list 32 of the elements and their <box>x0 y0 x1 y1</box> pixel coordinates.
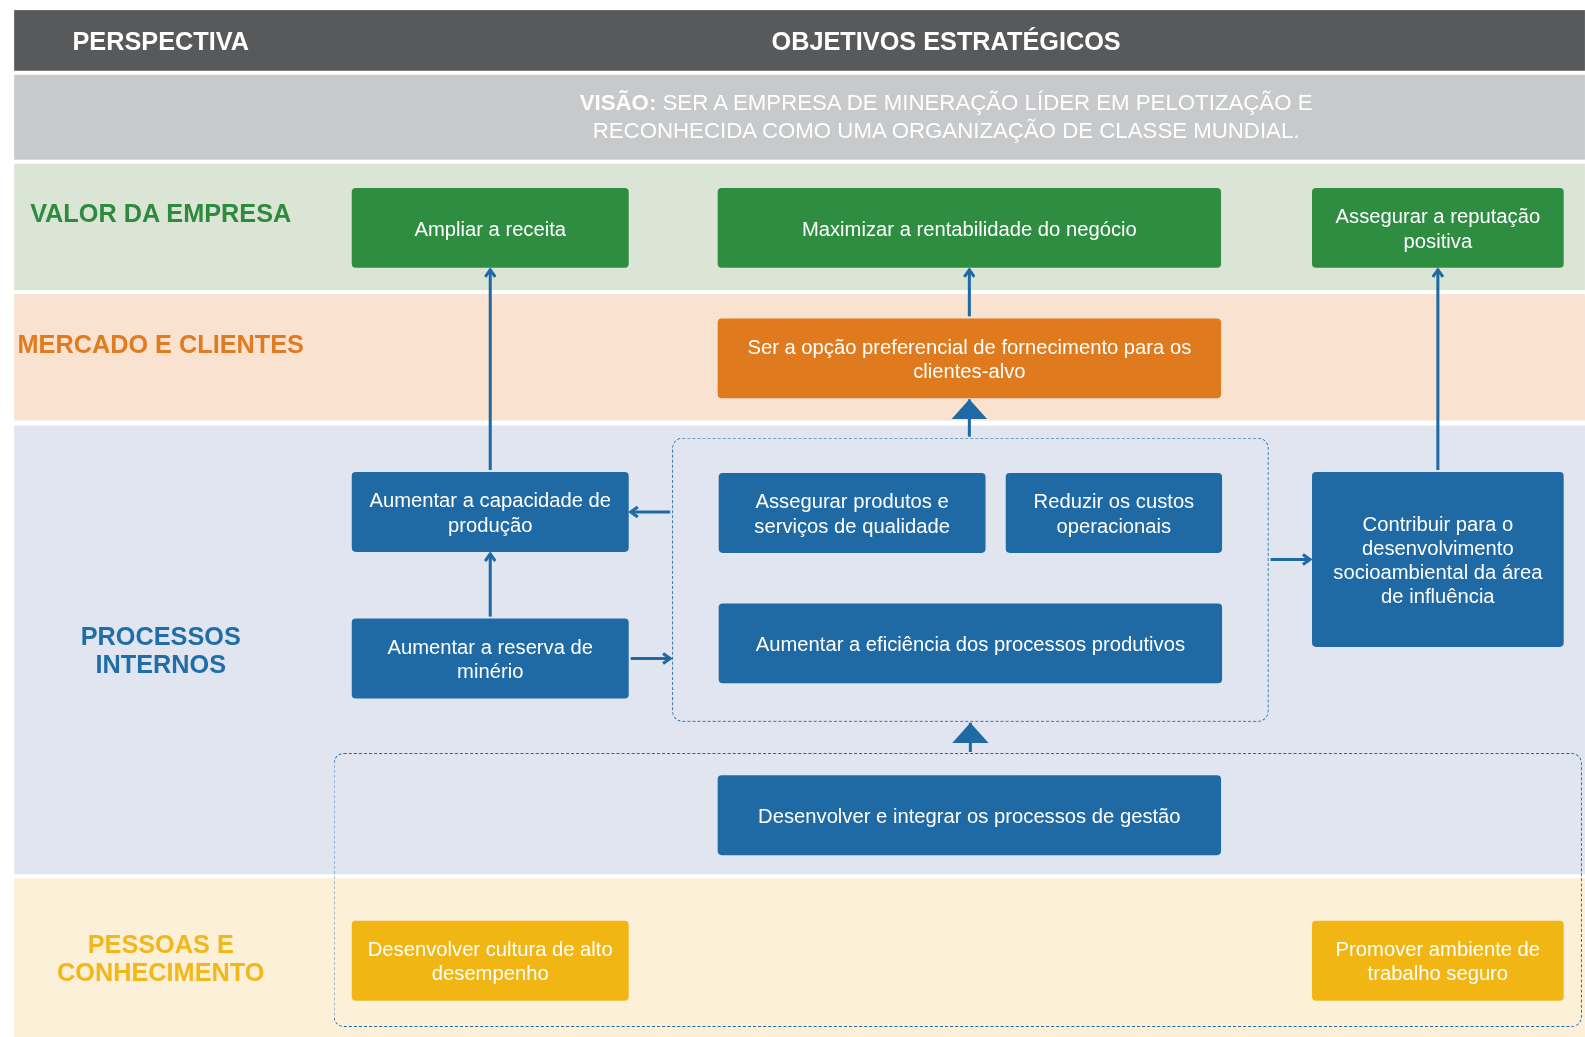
arrow <box>951 399 988 437</box>
objective-box: Aumentar a eficiência dos processos produtivos <box>718 603 1223 684</box>
objective-box: Aumentar a reserva de minério <box>351 618 629 699</box>
perspective-band <box>14 294 1585 421</box>
objective-box: Assegurar a reputação positiva <box>1312 188 1564 268</box>
objective-box: Desenvolver cultura de alto desempenho <box>351 920 629 1001</box>
objective-box: Ser a opção preferencial de fornecimento para os clientes-alvo <box>717 318 1222 399</box>
perspective-label: PROCESSOS INTERNOS <box>79 621 242 679</box>
perspective-label: MERCADO E CLIENTES <box>16 329 305 358</box>
objective-box: Promover ambiente de trabalho seguro <box>1312 920 1564 1001</box>
column-header: OBJETIVOS ESTRATÉGICOS <box>770 26 1122 55</box>
objective-box: Maximizar a rentabilidade do negócio <box>717 188 1222 268</box>
perspective-band <box>14 425 1585 875</box>
column-header: PERSPECTIVA <box>71 26 250 55</box>
arrow <box>952 722 989 753</box>
arrow <box>630 651 672 666</box>
objective-box: Assegurar produtos e serviços de qualidade <box>718 473 986 553</box>
arrow <box>1431 268 1445 470</box>
arrow <box>629 505 671 519</box>
objective-box: Aumentar a capacidade de produção <box>351 472 629 552</box>
vision-band <box>14 74 1585 160</box>
arrow <box>483 552 497 617</box>
objective-box: Desenvolver e integrar os processos de gestão <box>717 775 1222 856</box>
arrow <box>962 268 976 317</box>
arrow <box>1270 552 1312 567</box>
perspective-label: PESSOAS E CONHECIMENTO <box>56 929 266 987</box>
perspective-band <box>14 163 1585 291</box>
perspective-label: VALOR DA EMPRESA <box>29 198 293 227</box>
arrow <box>483 268 497 470</box>
objective-box: Reduzir os custos operacionais <box>1005 473 1223 553</box>
objective-box: Contribuir para o desenvolvimento socioambiental da área de influência <box>1312 472 1564 647</box>
objective-box: Ampliar a receita <box>351 188 629 268</box>
